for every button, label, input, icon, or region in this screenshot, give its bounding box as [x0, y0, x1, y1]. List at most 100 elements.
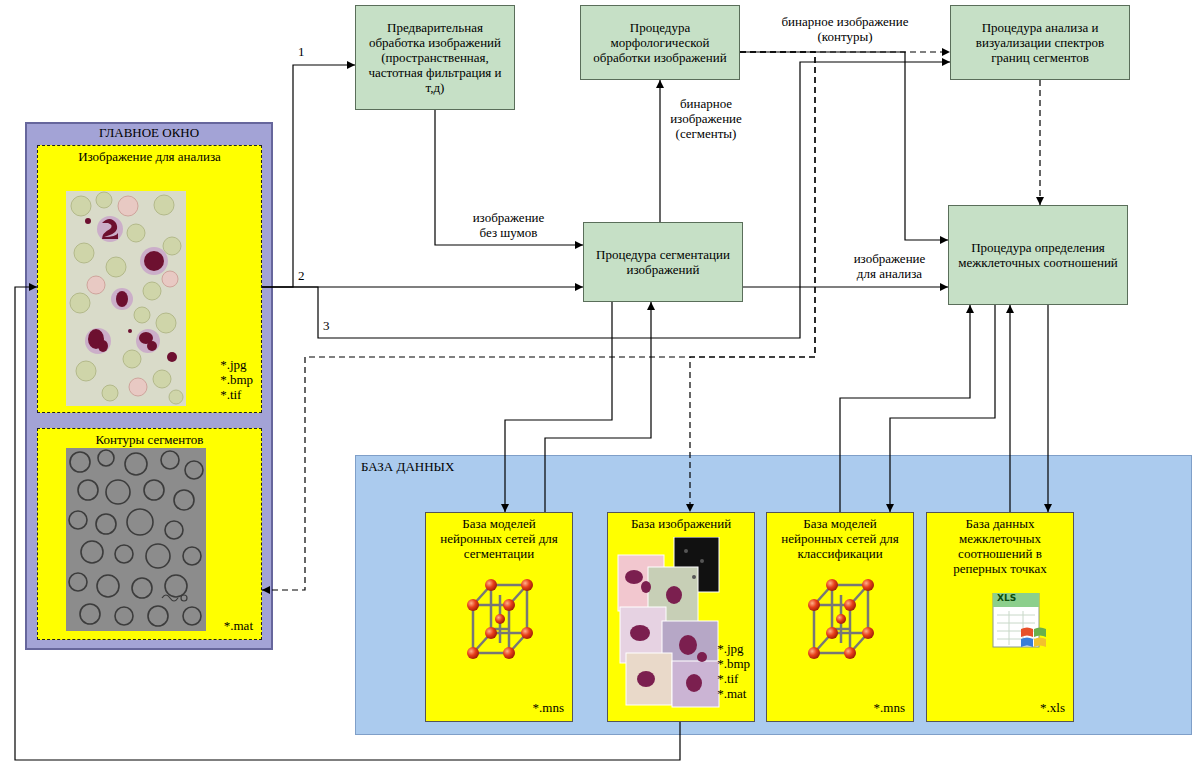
illustration-part: [162, 595, 187, 601]
process-text: Процедура сегментации изображений: [590, 247, 736, 277]
illustration-part: [485, 627, 497, 639]
illustration-part: [76, 361, 96, 381]
illustration-part: [146, 544, 170, 568]
file-extensions: *.mns: [533, 700, 564, 715]
illustration-part: [69, 450, 203, 626]
process-box: Процедура анализа и визуализации спектро…: [950, 5, 1130, 80]
database-title: База изображений: [608, 513, 754, 531]
illustration-part: [143, 282, 161, 300]
edge-label: изображение для анализа: [847, 251, 932, 281]
database-title: База моделей нейронных сетей для сегмент…: [426, 513, 572, 561]
illustration-part: [80, 604, 100, 624]
file-extensions: *.mns: [874, 700, 905, 715]
illustration-part: [123, 350, 141, 368]
process-text: Процедура морфологической обработки изоб…: [587, 20, 733, 65]
illustration-part: [87, 196, 178, 396]
illustration-part: [165, 521, 183, 539]
illustration-part: [679, 635, 697, 655]
illustration-part: [697, 652, 707, 662]
illustration-part: [125, 453, 147, 475]
illustration-part: [183, 607, 201, 625]
illustration-part: [521, 627, 533, 639]
illustration-part: [700, 559, 704, 563]
illustration-part: [473, 585, 527, 653]
illustration-part: [618, 537, 719, 707]
illustration-part: [503, 599, 515, 611]
illustration-part: [153, 370, 171, 388]
illustration-part: [165, 575, 187, 597]
illustration-part: [85, 216, 168, 354]
panel-title: Изображение для анализа: [38, 146, 261, 164]
illustration-part: [97, 575, 119, 597]
illustration-part: [1034, 628, 1046, 638]
illustration-part: [808, 579, 874, 659]
illustration-part: [808, 599, 820, 611]
illustration-part: [185, 461, 203, 479]
illustration-part: [862, 627, 874, 639]
connector: [840, 305, 970, 512]
illustration-part: [71, 196, 91, 216]
illustration-part: [183, 547, 201, 565]
illustration-part: [167, 352, 177, 362]
edge-label: бинарное изображение (контуры): [770, 14, 920, 44]
edge-label: бинарное изображение (сегменты): [666, 96, 746, 141]
callout-number: 2: [298, 268, 305, 283]
illustration-part: [78, 480, 98, 500]
illustration-part: [148, 606, 168, 626]
illustration-part: [147, 341, 157, 351]
segment-contours-image: [66, 448, 206, 631]
illustration-part: [85, 218, 91, 224]
connector: [505, 302, 612, 512]
illustration-part: [666, 586, 682, 604]
database-title: База моделей нейронных сетей для классиф…: [767, 513, 913, 561]
illustration-part: [96, 514, 116, 534]
edge-label: изображение без шумов: [466, 210, 551, 240]
illustration-part: [144, 251, 164, 271]
illustration-part: [115, 545, 133, 563]
illustration-part: [128, 329, 132, 333]
illustration-part: [521, 579, 533, 591]
illustration-part: [81, 541, 103, 563]
illustration-part: [174, 490, 194, 510]
illustration-part: [814, 585, 868, 653]
illustration-part: [467, 579, 533, 659]
illustration-part: [102, 385, 118, 401]
illustration-part: [98, 340, 108, 352]
neural-network-icon: [806, 573, 876, 663]
connector: [740, 52, 948, 240]
process-text: Процедура определения межклеточных соотн…: [955, 240, 1121, 270]
illustration-part: [836, 614, 846, 624]
callout-number: 1: [298, 44, 305, 59]
process-text: Процедура анализа и визуализации спектро…: [957, 20, 1123, 65]
database-title: База данных межклеточных соотношений в р…: [927, 513, 1073, 576]
illustration-part: [1021, 638, 1033, 648]
illustration-part: [630, 625, 650, 641]
illustration-part: [66, 448, 206, 631]
connector: [1009, 305, 1010, 512]
illustration-part: [66, 191, 186, 406]
illustration-part: [161, 451, 179, 469]
database-box: База моделей нейронных сетей для сегмент…: [425, 512, 573, 722]
panel-title: Контуры сегментов: [38, 429, 261, 447]
illustration-part: [132, 578, 152, 598]
illustration-part: [70, 192, 183, 404]
illustration-part: [473, 585, 527, 653]
illustration-part: [826, 579, 838, 591]
illustration-part: [69, 511, 87, 529]
illustration-part: [826, 627, 838, 639]
illustration-part: [96, 192, 112, 208]
illustration-part: [136, 329, 160, 353]
illustration-part: [163, 237, 181, 255]
process-text: Предварительная обработка изображений (п…: [362, 20, 508, 95]
illustration-part: [85, 218, 177, 362]
illustration-part: [1034, 638, 1046, 648]
illustration-part: [467, 647, 479, 659]
blood-smear-image: [66, 191, 186, 406]
illustration-part: [129, 378, 147, 396]
illustration-part: [115, 607, 133, 625]
neural-network-icon: [465, 573, 535, 663]
illustration-part: [156, 313, 176, 333]
illustration-part: [106, 257, 126, 277]
illustration-part: [672, 661, 719, 707]
